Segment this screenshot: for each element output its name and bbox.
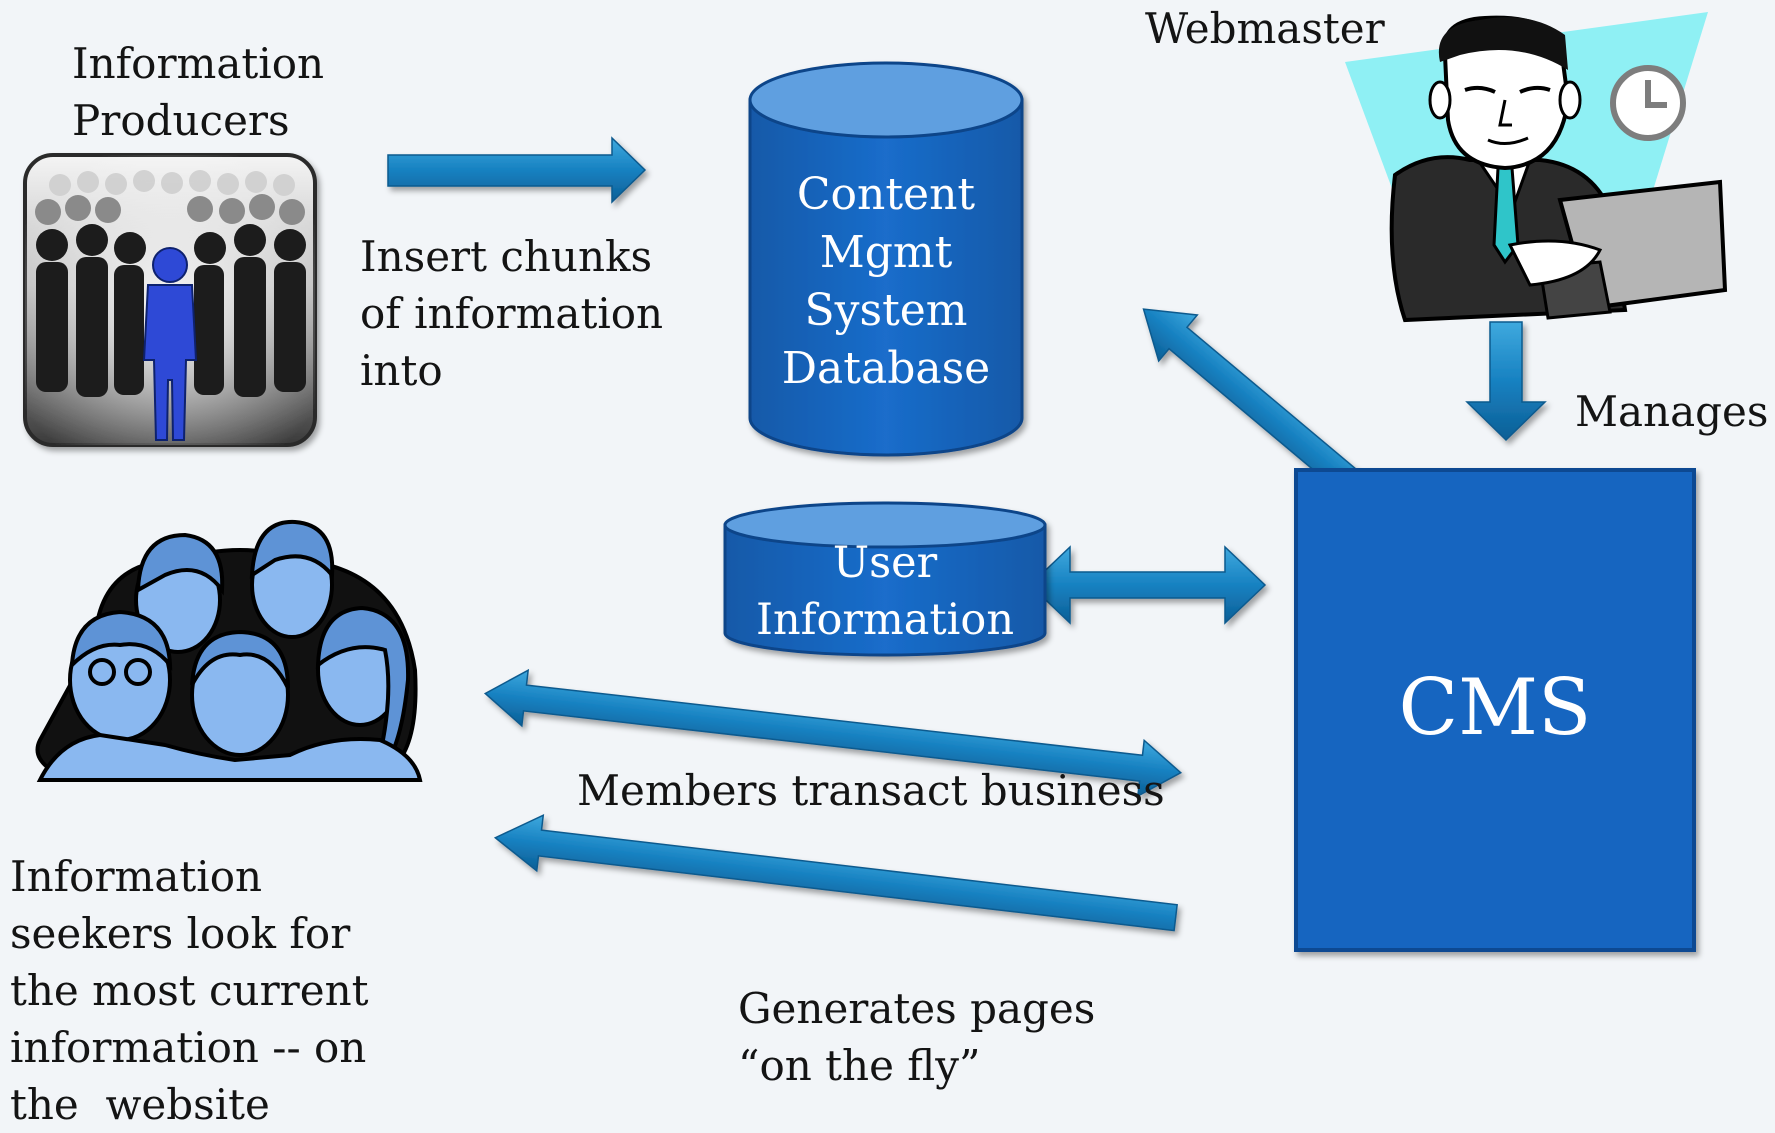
transact-arrow	[483, 668, 1183, 798]
cms-label: CMS	[1296, 660, 1694, 756]
clock-icon	[1610, 65, 1686, 141]
generates-label: Generates pages “on the fly”	[738, 980, 1095, 1094]
manages-arrow	[1465, 321, 1547, 442]
cms-db-line-4: Database	[781, 343, 991, 394]
cms-text: CMS	[1398, 663, 1592, 753]
transact-label: Members transact business	[577, 762, 1165, 819]
cms-db-line-1: Content	[796, 169, 976, 220]
webmaster-at-laptop-icon	[1345, 12, 1728, 323]
generates-line-1: Generates pages	[738, 984, 1096, 1033]
seekers-line-1: Information	[10, 852, 263, 901]
crowd-icon	[23, 153, 317, 447]
cms-db-line-3: System	[804, 285, 968, 336]
seekers-line-5: the website	[10, 1080, 270, 1129]
producers-label-line-1: Information	[72, 39, 325, 88]
seekers-line-3: the most current	[10, 966, 369, 1015]
group-of-people-icon	[35, 519, 423, 782]
insert-arrow	[387, 136, 647, 204]
cms-database-cylinder	[748, 61, 1024, 457]
user-information-label: User Information	[725, 535, 1045, 649]
webmaster-text: Webmaster	[1145, 4, 1385, 53]
manages-text: Manages	[1575, 387, 1769, 436]
insert-chunks-label: Insert chunks of information into	[360, 228, 663, 399]
cms-box	[1294, 468, 1696, 952]
generates-line-2: “on the fly”	[738, 1041, 981, 1090]
insert-label-line-2: of information	[360, 289, 664, 338]
highlight-person-icon	[142, 247, 198, 441]
userinfo-cms-arrow	[1028, 545, 1267, 625]
insert-label-line-3: into	[360, 346, 443, 395]
producers-label: Information Producers	[72, 35, 324, 149]
user-information-cylinder	[723, 501, 1047, 657]
user-info-line-1: User	[832, 538, 938, 588]
seekers-line-2: seekers look for	[10, 909, 351, 958]
user-info-line-2: Information	[755, 595, 1015, 645]
cms-database-label: Content Mgmt System Database	[750, 166, 1022, 398]
cms-db-line-2: Mgmt	[819, 227, 953, 278]
seekers-label: Information seekers look for the most cu…	[10, 848, 369, 1133]
insert-label-line-1: Insert chunks	[360, 232, 653, 281]
producers-label-line-2: Producers	[72, 96, 290, 145]
webmaster-label: Webmaster	[1145, 0, 1385, 57]
transact-text: Members transact business	[577, 766, 1165, 815]
seekers-line-4: information -- on	[10, 1023, 367, 1072]
generates-arrow	[493, 813, 1178, 932]
manages-label: Manages	[1575, 383, 1768, 440]
